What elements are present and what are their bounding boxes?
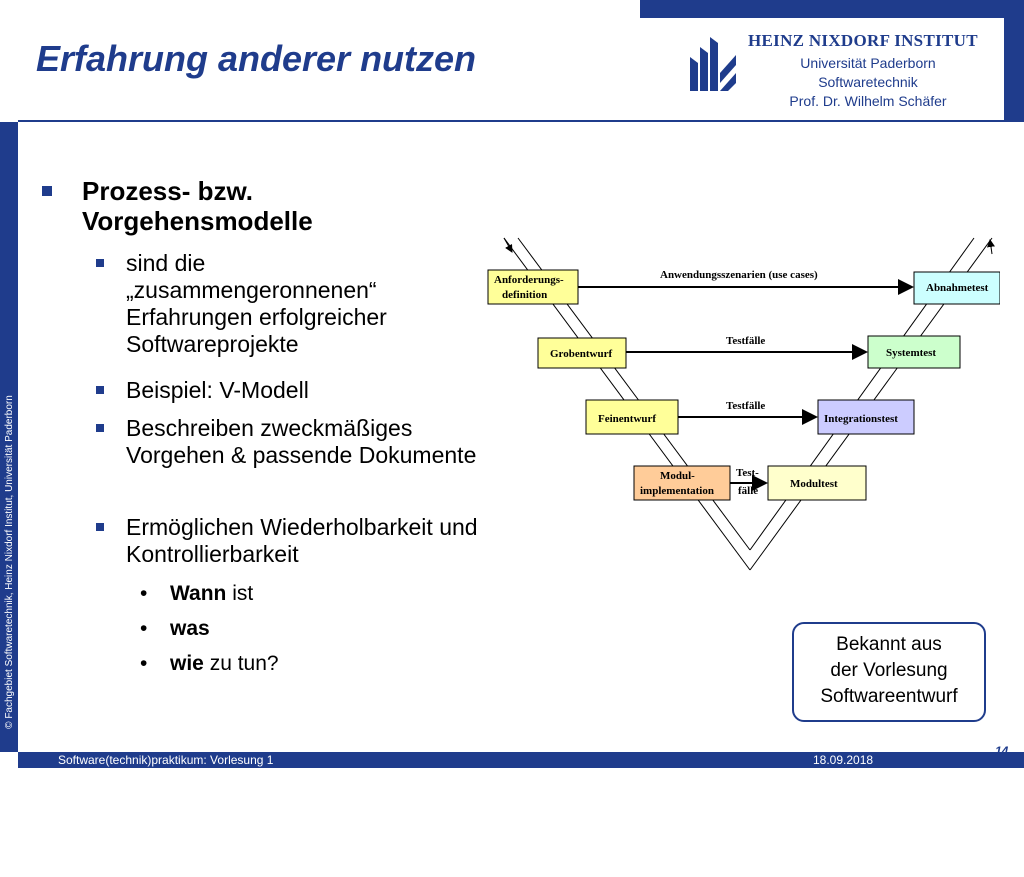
bullet-text: Beispiel: V-Modell <box>126 377 309 403</box>
box-label: Grobentwurf <box>550 348 612 360</box>
bullet-text: sind die „zusammengeronnenen“ Erfahrunge… <box>126 250 387 357</box>
arrow-label-faelle: fälle <box>738 485 758 497</box>
sub-bullet-text: zu tun? <box>203 652 279 675</box>
callout-line: der Vorlesung <box>830 660 948 681</box>
sub-bullet-bold: was <box>170 617 210 640</box>
arrow-label-testfaelle: Testfälle <box>726 335 765 347</box>
sub-bullet-marker: • <box>140 617 148 640</box>
box-modultest: Modultest <box>767 465 867 501</box>
box-integrationstest: Integrationstest <box>817 399 915 435</box>
box-label: Modultest <box>790 478 838 490</box>
institute-logo-block: HEINZ NIXDORF INSTITUT Universität Pader… <box>690 25 990 115</box>
box-bg <box>867 335 961 369</box>
sub-bullet-bold: wie <box>170 652 204 675</box>
institute-logo-icon <box>690 37 736 91</box>
bullet-text: Ermöglichen Wiederholbarkeit und Kontrol… <box>126 514 478 567</box>
footer-course: Software(technik)praktikum: Vorlesung 1 <box>58 753 274 767</box>
box-grobentwurf: Grobentwurf <box>537 337 627 369</box>
university-name: Universität Paderborn <box>800 55 936 71</box>
sub-bullet-bold: Wann <box>170 582 227 605</box>
arrow-label-usecases: Anwendungsszenarien (use cases) <box>660 269 818 281</box>
box-label: implementation <box>640 485 714 497</box>
footer-date: 18.09.2018 <box>813 753 874 767</box>
sub-bullet-text: ist <box>226 582 254 605</box>
box-systemtest: Systemtest <box>867 335 961 369</box>
arrow-label-test: Test- <box>736 467 759 479</box>
callout-line: Bekannt aus <box>836 634 942 655</box>
right-accent-bar <box>1004 18 1024 122</box>
square-bullet-icon <box>96 523 104 531</box>
box-label: definition <box>502 289 547 301</box>
box-label: Feinentwurf <box>598 413 656 425</box>
box-bg <box>913 271 1000 305</box>
header-divider <box>18 120 1024 122</box>
callout-box: Bekannt aus der Vorlesung Softwareentwur… <box>792 622 986 722</box>
box-abnahmetest: Abnahmetest <box>913 271 1000 305</box>
box-label: Integrationstest <box>824 413 898 425</box>
box-label: Modul- <box>660 470 695 482</box>
footer-bar: Software(technik)praktikum: Vorlesung 1 … <box>18 752 1024 768</box>
square-bullet-icon <box>42 186 52 196</box>
box-label: Abnahmetest <box>926 282 989 294</box>
v-model-diagram: Anforderungs- definition Grobentwurf Fei… <box>487 237 1000 571</box>
department-name: Softwaretechnik <box>818 74 918 90</box>
box-bg <box>817 399 915 435</box>
box-bg <box>585 399 679 435</box>
square-bullet-icon <box>96 424 104 432</box>
box-feinentwurf: Feinentwurf <box>585 399 679 435</box>
square-bullet-icon <box>96 259 104 267</box>
slide-title: Erfahrung anderer nutzen <box>36 38 477 79</box>
main-bullet-text: Prozess- bzw. Vorgehensmodelle <box>82 176 313 236</box>
box-anforderungsdefinition: Anforderungs- definition <box>487 269 579 305</box>
box-label: Systemtest <box>886 347 936 359</box>
callout-line: Softwareentwurf <box>820 686 958 707</box>
square-bullet-icon <box>96 386 104 394</box>
box-label: Anforderungs- <box>494 274 564 286</box>
horizontal-arrows <box>578 279 914 491</box>
box-bg <box>487 269 579 305</box>
sub-bullet-marker: • <box>140 652 148 675</box>
box-bg <box>767 465 867 501</box>
copyright-text: © Fachgebiet Softwaretechnik, Heinz Nixd… <box>4 395 15 729</box>
top-accent-bar <box>640 0 1024 18</box>
left-sidebar: © Fachgebiet Softwaretechnik, Heinz Nixd… <box>0 122 18 752</box>
bullet-text: Beschreiben zweckmäßiges Vorgehen & pass… <box>126 415 477 468</box>
professor-name: Prof. Dr. Wilhelm Schäfer <box>789 93 947 109</box>
page-number: 14 <box>995 744 1009 758</box>
sub-bullet-marker: • <box>140 582 148 605</box>
box-modulimplementation: Modul- implementation <box>633 465 731 501</box>
arrow-label-testfaelle: Testfälle <box>726 400 765 412</box>
institute-name: HEINZ NIXDORF INSTITUT <box>748 31 978 50</box>
